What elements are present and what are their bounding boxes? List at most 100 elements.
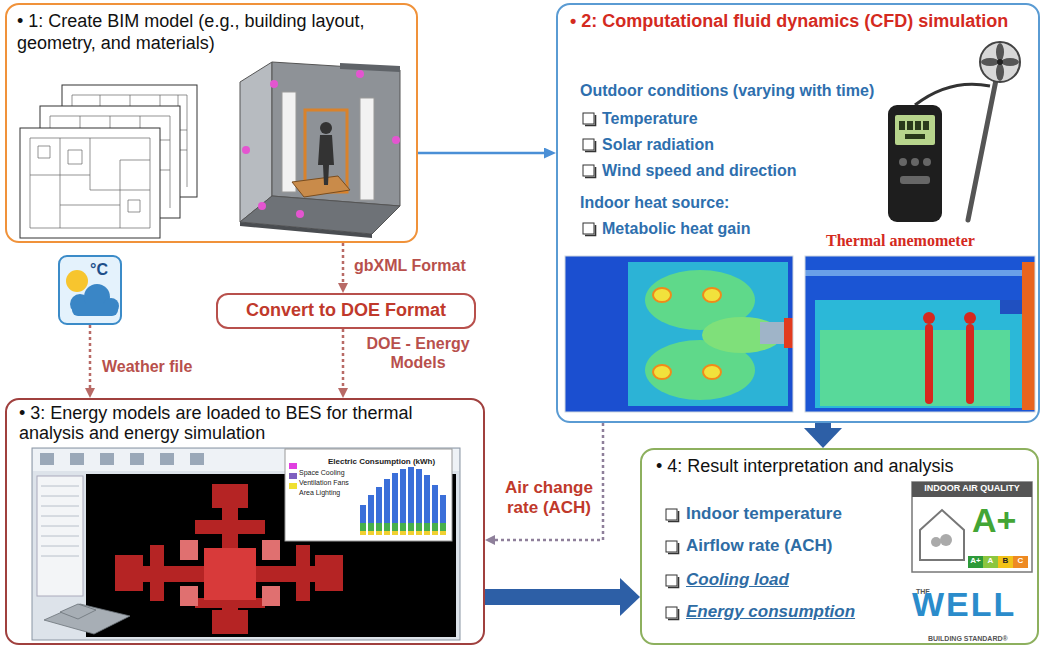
bes-screenshot bbox=[289, 473, 297, 479]
step-panel: • 2: Computational fluid dynamics (CFD) … bbox=[556, 3, 1040, 423]
bes-screenshot bbox=[432, 531, 438, 535]
iaq-logo bbox=[920, 510, 964, 560]
edge-label: Air change rate (ACH) bbox=[500, 478, 598, 519]
chart-legend-text: Area Lighting bbox=[299, 489, 340, 497]
weather-icon-box: °C bbox=[58, 255, 122, 325]
text-slot: Convert to DOE Format bbox=[218, 295, 474, 327]
cfd-plan-view bbox=[703, 288, 721, 302]
bes-screenshot bbox=[32, 448, 460, 640]
bes-screenshot bbox=[32, 448, 460, 640]
bes-screenshot bbox=[360, 523, 366, 531]
bim-room-model bbox=[292, 176, 350, 197]
text-slot: • 4: Result interpretation and analysis bbox=[656, 456, 953, 478]
bes-screenshot bbox=[424, 523, 430, 531]
edge-label: DOE - Energy Models bbox=[354, 334, 482, 372]
bes-screenshot bbox=[160, 453, 174, 465]
bes-screenshot bbox=[40, 453, 54, 465]
bim-room-model bbox=[392, 136, 400, 144]
cfd-plan-view bbox=[565, 256, 793, 412]
bes-screenshot bbox=[400, 523, 406, 531]
bes-screenshot bbox=[368, 531, 374, 535]
checkbox-symbols bbox=[666, 607, 677, 618]
bes-screenshot bbox=[190, 453, 204, 465]
cfd-section-view bbox=[805, 256, 1035, 412]
cfd-section-view bbox=[815, 300, 1022, 408]
bes-screenshot bbox=[400, 469, 406, 523]
bes-screenshot bbox=[100, 453, 114, 465]
process-label: Convert to DOE Format bbox=[246, 300, 446, 322]
thermal-anemometer bbox=[996, 63, 1004, 81]
thermal-anemometer bbox=[899, 158, 907, 166]
bes-screenshot bbox=[416, 531, 422, 535]
bes-screenshot bbox=[416, 469, 422, 523]
bes-screenshot bbox=[440, 495, 446, 523]
flow-arrow bbox=[418, 152, 544, 155]
step-heading: • 1: Create BIM model (e.g., building la… bbox=[17, 11, 412, 54]
cfd-plan-view bbox=[784, 318, 793, 348]
text-slot: Wind speed and direction bbox=[602, 161, 797, 180]
bes-screenshot bbox=[41, 486, 79, 556]
thermal-anemometer bbox=[915, 84, 990, 105]
bes-screenshot bbox=[150, 545, 164, 601]
bes-screenshot bbox=[204, 548, 256, 600]
logo-text: INDOOR AIR QUALITY bbox=[912, 484, 1032, 494]
text-slot: • 1: Create BIM model (e.g., building la… bbox=[17, 11, 412, 54]
iaq-logo bbox=[983, 556, 998, 568]
bes-screenshot bbox=[408, 531, 414, 535]
logo-wordmark: WELL bbox=[912, 586, 1016, 623]
checkbox-symbols bbox=[668, 609, 679, 620]
cfd-plan-view bbox=[565, 256, 793, 412]
bes-screenshot bbox=[195, 520, 265, 534]
checkbox-symbols bbox=[668, 543, 679, 554]
bes-screenshot bbox=[432, 523, 438, 531]
text-slot: Thermal anemometer bbox=[826, 231, 975, 250]
bes-screenshot bbox=[212, 610, 248, 634]
thermal-anemometer bbox=[907, 121, 913, 130]
bes-screenshot bbox=[70, 453, 84, 465]
bes-screenshot bbox=[60, 604, 96, 619]
label-slot: B bbox=[998, 557, 1013, 566]
bim-room-model bbox=[272, 62, 400, 206]
label-slot: A+ bbox=[968, 557, 983, 566]
text-slot: Energy consumption bbox=[686, 602, 855, 622]
iaq-logo bbox=[1013, 556, 1028, 568]
edge-label-slot: gbXML Format bbox=[352, 256, 468, 275]
chart-legend-text: Space Cooling bbox=[299, 469, 345, 477]
bes-screenshot bbox=[408, 467, 414, 523]
checklist-item: Energy consumption bbox=[686, 602, 855, 622]
logo-grade-cell: A+ bbox=[968, 557, 983, 566]
iaq-logo bbox=[931, 537, 941, 547]
bes-screenshot bbox=[360, 531, 366, 535]
bes-screenshot bbox=[315, 555, 343, 591]
edge-label-slot: Weather file bbox=[100, 357, 194, 376]
label-slot: A+ bbox=[972, 502, 1016, 539]
bes-screenshot bbox=[262, 586, 280, 606]
cfd-plan-view bbox=[653, 365, 671, 379]
bes-screenshot bbox=[180, 540, 280, 606]
checkbox-symbols bbox=[583, 113, 594, 124]
text-slot: • 3: Energy models are loaded to BES for… bbox=[19, 404, 479, 444]
bes-screenshot bbox=[40, 453, 204, 465]
cfd-plan-view bbox=[760, 322, 784, 344]
bes-screenshot bbox=[408, 523, 414, 531]
chart-title: Electric Consumption (kWh) bbox=[328, 458, 435, 467]
bim-room-model bbox=[270, 80, 278, 88]
label-slot: Area Lighting bbox=[299, 481, 340, 499]
checkbox-symbols bbox=[668, 577, 679, 588]
thermal-anemometer bbox=[888, 42, 1020, 222]
label-slot: WELL bbox=[912, 586, 1016, 623]
cfd-plan-view bbox=[653, 288, 721, 379]
weather-icon bbox=[72, 304, 118, 316]
group-heading: Outdoor conditions (varying with time) bbox=[580, 81, 874, 100]
iaq-logo bbox=[940, 534, 952, 546]
bim-room-model bbox=[356, 70, 364, 78]
bes-screenshot bbox=[212, 484, 248, 508]
iaq-logo bbox=[998, 556, 1013, 568]
text-slot: Outdoor conditions (varying with time) bbox=[580, 81, 874, 100]
checkbox-symbols bbox=[583, 223, 594, 234]
text-slot: Indoor temperature bbox=[686, 504, 842, 524]
step-panel: • 1: Create BIM model (e.g., building la… bbox=[5, 3, 418, 243]
bim-room-model bbox=[258, 202, 266, 210]
checklist-item: Airflow rate (ACH) bbox=[686, 536, 832, 556]
